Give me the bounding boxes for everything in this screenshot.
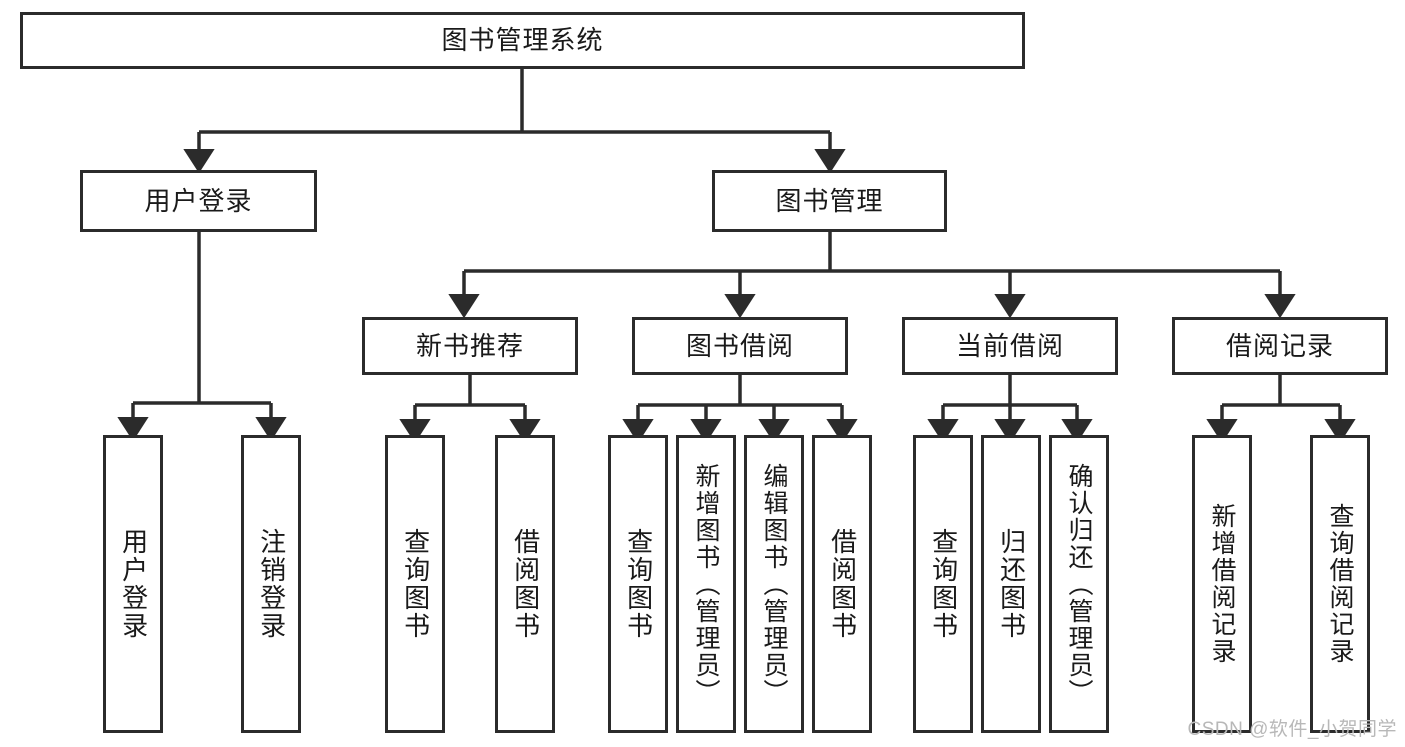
leaf-user-login[interactable]: 用户登录 bbox=[103, 435, 163, 733]
edge-book-manage-to-level3 bbox=[448, 232, 1296, 319]
node-root[interactable]: 图书管理系统 bbox=[20, 12, 1025, 69]
leaf-edit-book-label: 编辑图书（管理员） bbox=[760, 462, 788, 706]
node-user-login[interactable]: 用户登录 bbox=[80, 170, 317, 232]
leaf-add-record[interactable]: 新增借阅记录 bbox=[1192, 435, 1252, 733]
leaf-confirm-return[interactable]: 确认归还（管理员） bbox=[1049, 435, 1109, 733]
leaf-return-book[interactable]: 归还图书 bbox=[981, 435, 1041, 733]
node-book-borrow-label: 图书借阅 bbox=[685, 330, 794, 361]
leaf-borrow-book-1-label: 借阅图书 bbox=[510, 528, 541, 640]
leaf-confirm-return-label: 确认归还（管理员） bbox=[1065, 462, 1093, 706]
leaf-borrow-book-2[interactable]: 借阅图书 bbox=[812, 435, 872, 733]
node-new-book-recommend[interactable]: 新书推荐 bbox=[362, 317, 578, 375]
node-book-borrow[interactable]: 图书借阅 bbox=[632, 317, 848, 375]
leaf-logout-label: 注销登录 bbox=[256, 528, 287, 640]
leaf-add-record-label: 新增借阅记录 bbox=[1208, 503, 1236, 665]
leaf-borrow-book-1[interactable]: 借阅图书 bbox=[495, 435, 555, 733]
leaf-query-book-3[interactable]: 查询图书 bbox=[913, 435, 973, 733]
edge-root-to-level2 bbox=[183, 69, 846, 174]
leaf-edit-book[interactable]: 编辑图书（管理员） bbox=[744, 435, 804, 733]
edge-book-borrow-to-leaves bbox=[622, 375, 858, 444]
leaf-user-login-label: 用户登录 bbox=[118, 528, 149, 640]
leaf-query-book-1-label: 查询图书 bbox=[400, 528, 431, 640]
leaf-query-book-1[interactable]: 查询图书 bbox=[385, 435, 445, 733]
leaf-logout[interactable]: 注销登录 bbox=[241, 435, 301, 733]
leaf-query-record[interactable]: 查询借阅记录 bbox=[1310, 435, 1370, 733]
leaf-query-book-3-label: 查询图书 bbox=[928, 528, 959, 640]
leaf-add-book[interactable]: 新增图书（管理员） bbox=[676, 435, 736, 733]
edge-borrow-record-to-leaves bbox=[1206, 375, 1356, 444]
node-root-label: 图书管理系统 bbox=[441, 25, 604, 56]
edge-new-book-rec-to-leaves bbox=[399, 375, 541, 444]
leaf-query-book-2[interactable]: 查询图书 bbox=[608, 435, 668, 733]
node-current-borrow-label: 当前借阅 bbox=[955, 330, 1064, 361]
csdn-watermark: CSDN @软件_小贺同学 bbox=[1187, 719, 1397, 740]
node-new-book-recommend-label: 新书推荐 bbox=[415, 330, 524, 361]
leaf-add-book-label: 新增图书（管理员） bbox=[692, 462, 720, 706]
node-borrow-record-label: 借阅记录 bbox=[1225, 330, 1334, 361]
edge-current-borrow-to-leaves bbox=[927, 375, 1093, 444]
node-borrow-record[interactable]: 借阅记录 bbox=[1172, 317, 1388, 375]
leaf-return-book-label: 归还图书 bbox=[996, 528, 1027, 640]
leaf-query-record-label: 查询借阅记录 bbox=[1326, 503, 1354, 665]
node-book-manage[interactable]: 图书管理 bbox=[712, 170, 947, 232]
node-book-manage-label: 图书管理 bbox=[775, 185, 884, 216]
node-current-borrow[interactable]: 当前借阅 bbox=[902, 317, 1118, 375]
leaf-borrow-book-2-label: 借阅图书 bbox=[827, 528, 858, 640]
leaf-query-book-2-label: 查询图书 bbox=[623, 528, 654, 640]
node-user-login-label: 用户登录 bbox=[144, 185, 253, 216]
edge-user-login-to-leaves bbox=[117, 232, 287, 442]
